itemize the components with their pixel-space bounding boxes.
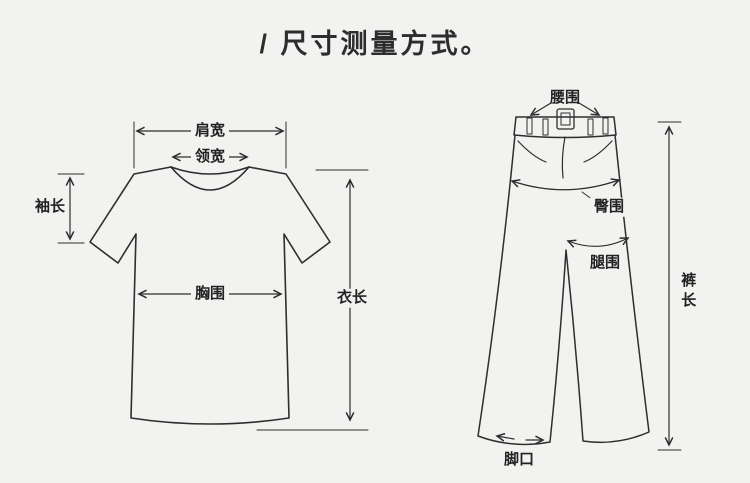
leg-opening-arrow-left (497, 436, 515, 439)
sleeve-length-label: 袖长 (34, 197, 66, 215)
pants-length-label: 裤长 (679, 272, 697, 312)
leg-opening-label: 脚口 (503, 450, 535, 468)
fly-seam (561, 136, 566, 179)
page-title: / 尺寸测量方式。 (259, 29, 491, 59)
pocket-right (583, 140, 613, 163)
thigh-arc (568, 238, 628, 246)
thigh-label: 腿围 (585, 253, 625, 273)
tshirt-measure-lines (57, 121, 369, 431)
pocket-left (517, 140, 547, 163)
collar-width-label: 领宽 (190, 147, 230, 167)
tshirt-drawing (89, 166, 331, 425)
chest-label: 胸围 (190, 284, 230, 304)
pants-measure-lines (497, 102, 682, 451)
shoulder-width-label: 肩宽 (190, 121, 230, 141)
hip-arc (512, 180, 619, 191)
hip-label: 臀围 (589, 197, 629, 217)
waist-label: 腰围 (549, 88, 581, 106)
belt-buckle (556, 108, 575, 130)
pants-drawing (477, 108, 650, 446)
waist-arrow-left (531, 102, 552, 115)
waist-arrow-right (578, 102, 599, 115)
garment-length-label: 衣长 (332, 288, 372, 308)
